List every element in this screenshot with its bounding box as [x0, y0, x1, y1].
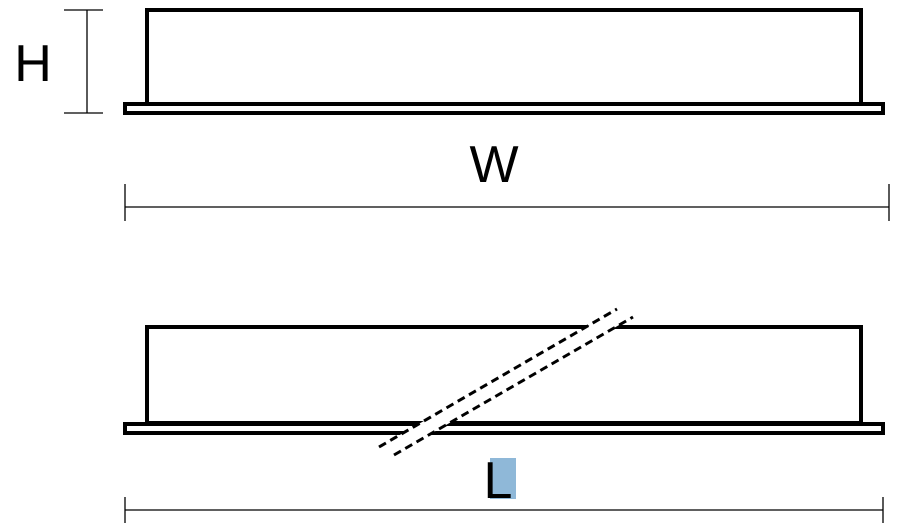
- side-view-flange: [123, 422, 885, 435]
- width-dimension: W: [124, 136, 890, 221]
- break-gap: [379, 309, 633, 455]
- width-label: W: [469, 136, 518, 194]
- length-label-highlight: [490, 458, 516, 499]
- break-symbol: [378, 307, 634, 457]
- height-label: H: [14, 35, 52, 93]
- length-label: L: [484, 452, 513, 510]
- length-dimension: L: [124, 452, 884, 523]
- side-view: [123, 325, 885, 435]
- break-line-2: [393, 315, 634, 457]
- height-dimension: H: [14, 9, 103, 114]
- front-view: [123, 8, 885, 115]
- front-view-flange: [123, 102, 885, 115]
- break-line-1: [378, 307, 618, 449]
- front-view-body: [145, 8, 863, 106]
